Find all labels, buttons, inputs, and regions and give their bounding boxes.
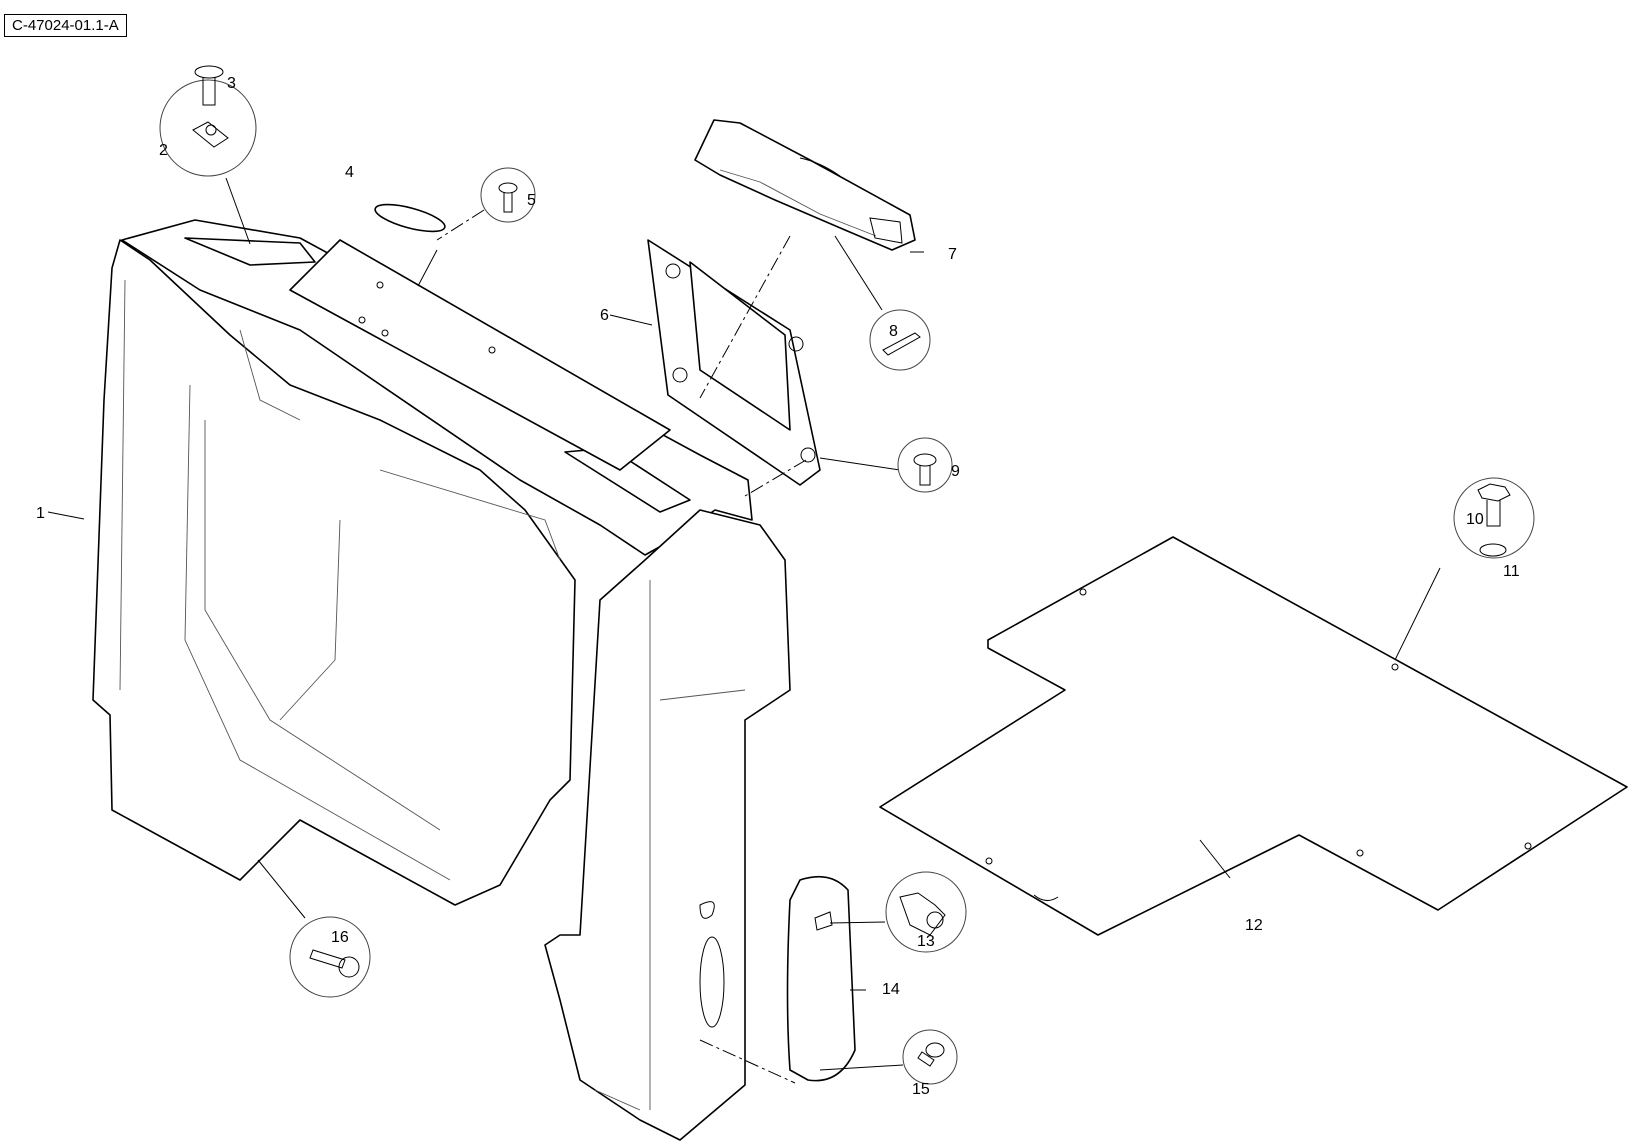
callout-circle-9: [897, 437, 953, 493]
part-6-bracket-frame: [647, 239, 821, 486]
callout-circle-15: [902, 1029, 958, 1085]
part-7-handle-cover: [694, 119, 916, 251]
callout-number: 9: [951, 463, 960, 480]
diagram-id-label: C-47024-01.1-A: [4, 14, 127, 37]
part-12-floor-plate: [879, 536, 1628, 936]
callout-circle-16: [289, 916, 371, 998]
part-14-cover-plate: [786, 875, 856, 1082]
callout-number: 15: [912, 1081, 930, 1098]
callout-number: 10: [1466, 511, 1484, 528]
callout-number: 7: [948, 246, 957, 263]
callout-number: 6: [600, 307, 609, 324]
callout-number: 14: [882, 981, 900, 998]
callout-numbers: 1 2 3 4 5 6 7 8 9 10 11 12 13 14 15 16: [36, 75, 1520, 1098]
callout-circle-8: [869, 309, 931, 371]
callout-number: 16: [331, 929, 349, 946]
callout-number: 1: [36, 505, 45, 522]
callout-number: 8: [889, 323, 898, 340]
callout-circle-2-3: [159, 65, 257, 177]
callout-number: 3: [227, 75, 236, 92]
leader-lines: [47, 177, 1441, 1084]
callout-number: 2: [159, 142, 168, 159]
callout-number: 12: [1245, 917, 1263, 934]
callout-circle-13: [885, 871, 967, 953]
callout-number: 4: [345, 164, 354, 181]
part-4-gasket: [374, 203, 446, 233]
callout-circle-5: [480, 167, 536, 223]
callout-number: 13: [917, 933, 935, 950]
callout-number: 11: [1503, 563, 1520, 580]
callout-circle-10-11: [1453, 477, 1535, 559]
callout-number: 5: [527, 192, 536, 209]
part-1-main-panel: [92, 219, 791, 1141]
